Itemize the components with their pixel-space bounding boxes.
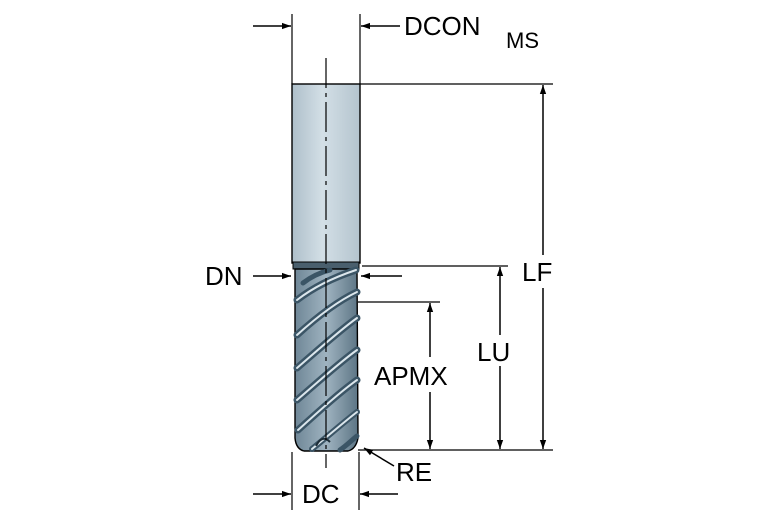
dn-label: DN	[205, 261, 243, 291]
lu-label: LU	[477, 337, 510, 367]
dc-label: DC	[302, 479, 340, 509]
re-dimension: RE	[363, 447, 432, 487]
lf-label: LF	[522, 257, 552, 287]
apmx-dimension: APMX	[358, 301, 448, 449]
lf-dimension: LF	[358, 83, 553, 451]
apmx-label: APMX	[374, 361, 448, 391]
lu-dimension: LU	[362, 265, 510, 449]
dcon-ms-dimension: DCON MS	[253, 11, 539, 84]
dcon-label: DCON	[404, 11, 481, 41]
dn-dimension: DN	[205, 261, 402, 291]
dc-dimension: DC	[253, 452, 398, 510]
dcon-ms-subscript: MS	[506, 28, 539, 53]
tool-tip-detail	[315, 437, 331, 447]
re-label: RE	[396, 457, 432, 487]
end-mill-tool	[291, 58, 361, 468]
